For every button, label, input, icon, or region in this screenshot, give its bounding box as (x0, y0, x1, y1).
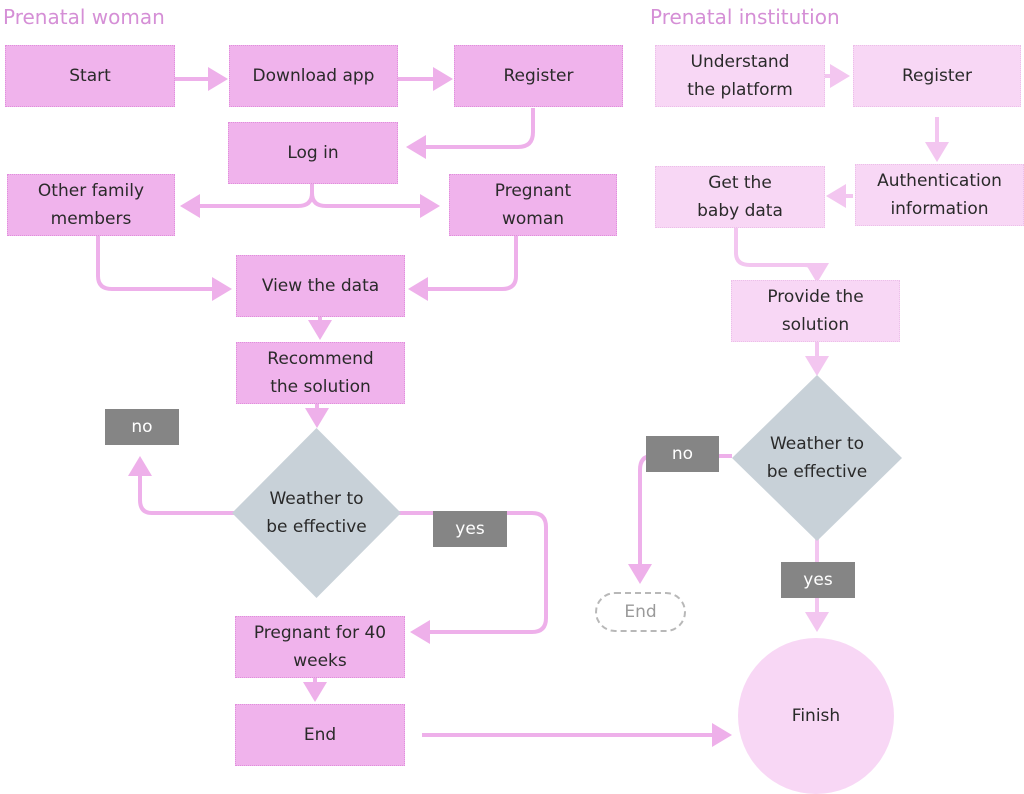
arrow-decision-pregnant40 (399, 511, 548, 644)
arrow-decision-no-end (628, 454, 732, 584)
node-recommend-the-solution-label: Recommend the solution (267, 349, 374, 397)
node-register-right[interactable]: Register (853, 45, 1021, 107)
node-download-app-label: Download app (252, 66, 375, 86)
node-pregnant-40-weeks-label: Pregnant for 40 weeks (253, 623, 387, 671)
node-other-family-members[interactable]: Other family members (7, 174, 175, 236)
node-log-in-label: Log in (287, 143, 339, 163)
node-authentication-information[interactable]: Authentication information (855, 164, 1024, 226)
node-provide-solution[interactable]: Provide the solution (731, 280, 900, 342)
node-view-the-data-label: View the data (261, 276, 380, 296)
arrow-decision-no (128, 456, 234, 515)
node-register[interactable]: Register (454, 45, 623, 107)
node-finish-label: Finish (791, 706, 841, 726)
badge-yes-right: yes (781, 562, 855, 598)
lane-title-prenatal-institution: Prenatal institution (650, 5, 840, 29)
node-end-left-label: End (303, 725, 337, 745)
node-download-app[interactable]: Download app (229, 45, 398, 107)
node-end-left[interactable]: End (235, 704, 405, 766)
decision-right[interactable]: Weather to be effective (732, 375, 902, 541)
decision-left-label: Weather to be effective (266, 489, 367, 537)
node-understand-platform-label: Understand the platform (687, 52, 793, 100)
lane-title-prenatal-woman: Prenatal woman (3, 5, 165, 29)
badge-yes-left: yes (433, 511, 507, 547)
node-get-baby-data-label: Get the baby data (697, 173, 783, 221)
arrow-login-family (180, 184, 314, 218)
node-get-baby-data[interactable]: Get the baby data (655, 166, 825, 228)
node-finish[interactable]: Finish (738, 638, 894, 794)
node-register-label: Register (503, 66, 574, 86)
decision-right-shape (732, 375, 902, 541)
node-pregnant-woman[interactable]: Pregnant woman (449, 174, 617, 236)
node-start-label: Start (69, 66, 111, 86)
node-other-family-members-label: Other family members (37, 181, 145, 229)
arrow-login-pregnant (310, 184, 440, 218)
node-authentication-information-label: Authentication information (877, 171, 1002, 219)
arrow-pregnant-view (408, 236, 518, 301)
node-understand-platform[interactable]: Understand the platform (655, 45, 825, 107)
node-start[interactable]: Start (5, 45, 175, 107)
arrow-register-login (406, 108, 535, 159)
node-end-right-dashed[interactable]: End (595, 592, 686, 632)
badge-no-left: no (105, 409, 179, 445)
node-recommend-the-solution[interactable]: Recommend the solution (236, 342, 405, 404)
node-log-in[interactable]: Log in (228, 122, 398, 184)
arrow-family-view (96, 236, 232, 301)
node-pregnant-40-weeks[interactable]: Pregnant for 40 weeks (235, 616, 405, 678)
decision-left[interactable]: Weather to be effective (232, 428, 401, 598)
badge-no-right: no (646, 436, 719, 472)
decision-left-shape (232, 428, 401, 598)
node-provide-solution-label: Provide the solution (767, 287, 864, 335)
arrow-baby-provide (734, 228, 829, 283)
node-view-the-data[interactable]: View the data (236, 255, 405, 317)
decision-right-label: Weather to be effective (766, 434, 868, 482)
node-pregnant-woman-label: Pregnant woman (494, 181, 572, 229)
node-register-right-label: Register (902, 66, 972, 86)
